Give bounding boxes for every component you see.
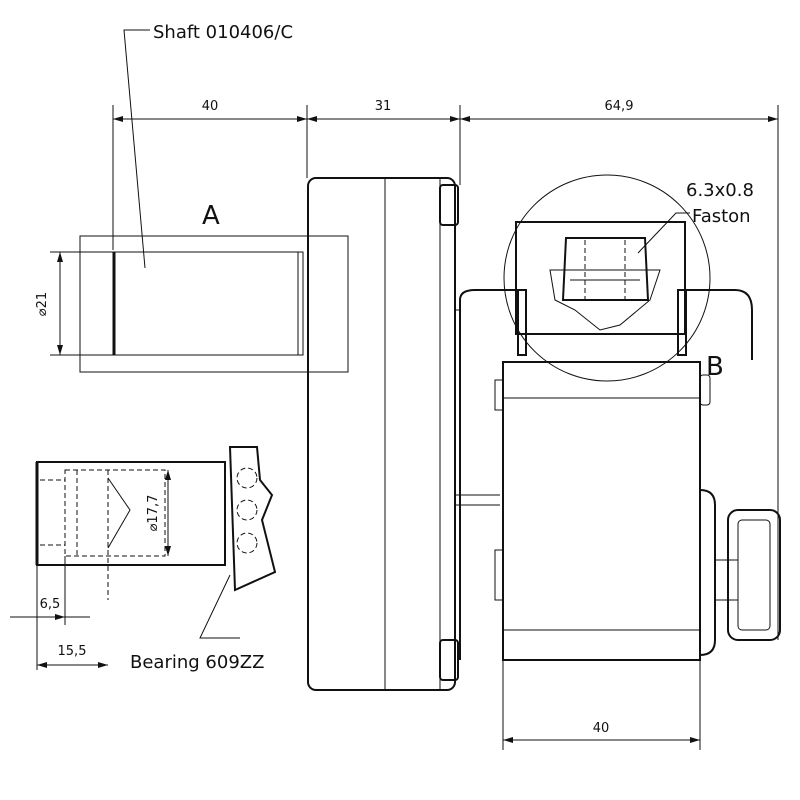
top-dimensions: 40 31 64,9 [112, 99, 779, 640]
bearing-label: Bearing 609ZZ [130, 652, 264, 673]
dim-bore-depth-1: 6,5 [40, 597, 61, 612]
bottom-dimension: 40 [502, 660, 701, 750]
shaft-label: Shaft 010406/C [153, 22, 293, 43]
detail-b-label: B [706, 352, 724, 382]
shaft-view: A ⌀21 [35, 201, 349, 373]
bearing-icon [228, 446, 277, 592]
motor: B [459, 289, 781, 661]
detail-a-frame [79, 235, 349, 373]
coil [502, 361, 701, 661]
connector-knob [727, 509, 781, 641]
faston-label-line1: 6.3x0.8 [686, 180, 754, 201]
faston-label-line2: Faston [692, 206, 751, 227]
shaft-callout: Shaft 010406/C [123, 22, 293, 269]
faston-detail: 6.3x0.8 Faston [503, 174, 754, 382]
dim-gearbox-width: 31 [375, 99, 392, 114]
dim-shaft-diameter: ⌀21 [35, 292, 50, 316]
bearing-section: ⌀17,7 6,5 15,5 Bearing 609ZZ [10, 446, 277, 673]
dim-shaft-length: 40 [202, 99, 219, 114]
dim-motor-width: 64,9 [605, 99, 634, 114]
dim-bore-depth-2: 15,5 [58, 644, 87, 659]
detail-a-label: A [202, 201, 220, 231]
dim-bore-diameter: ⌀17,7 [146, 495, 161, 532]
gearbox-body [307, 177, 500, 691]
dim-coil-width: 40 [593, 721, 610, 736]
